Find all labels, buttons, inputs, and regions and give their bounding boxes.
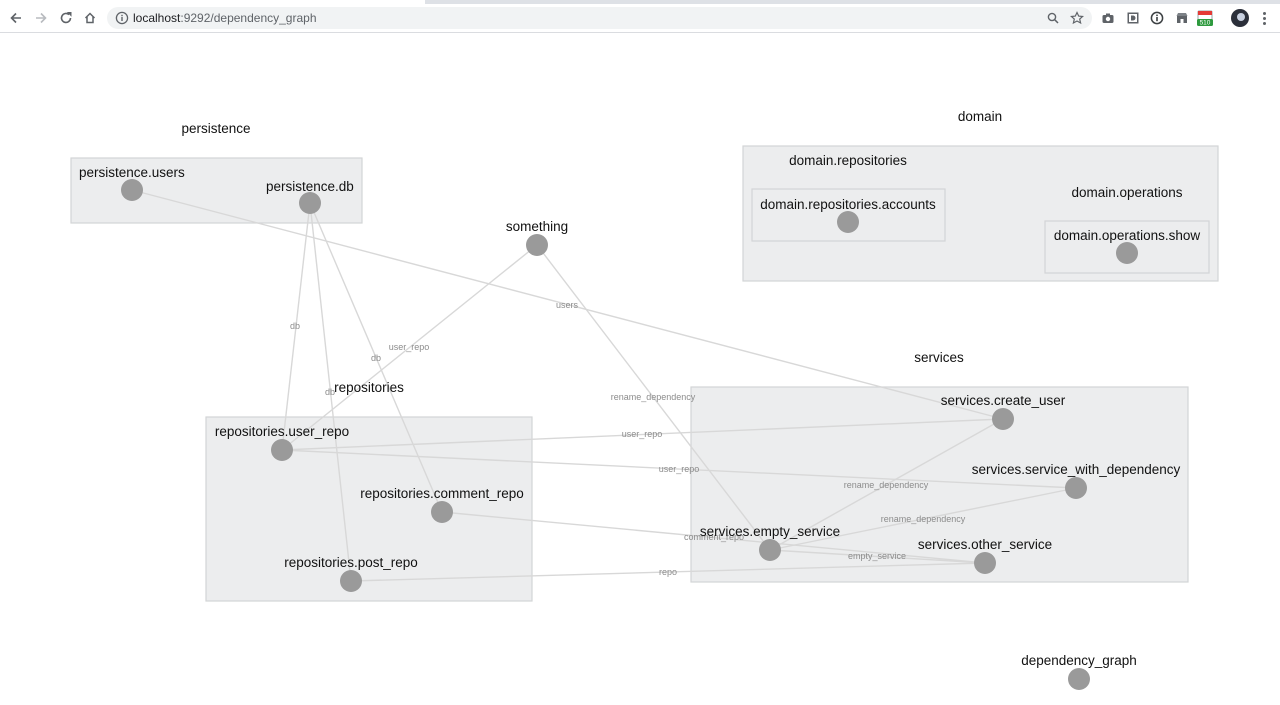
node-label-something: something xyxy=(506,219,568,234)
node-label-persistence-db: persistence.db xyxy=(266,179,354,194)
active-tab[interactable] xyxy=(0,0,425,4)
url-host: localhost xyxy=(133,11,181,25)
node-something[interactable] xyxy=(526,234,548,256)
edge-label: rename_dependency xyxy=(844,480,929,490)
edge-label: db xyxy=(325,387,335,397)
node-labels: persistence.users persistence.db something… xyxy=(79,165,1181,668)
browser-toolbar: localhost:9292/dependency_graph 510 xyxy=(0,4,1280,33)
d-extension-icon[interactable] xyxy=(1124,9,1142,27)
node-label-repositories-user-repo: repositories.user_repo xyxy=(215,424,349,439)
edge-label: repo xyxy=(659,567,677,577)
group-label-domain-operations-show: domain.operations.show xyxy=(1054,228,1201,243)
node-repositories-post-repo[interactable] xyxy=(340,570,362,592)
edges xyxy=(131,189,1077,582)
group-labels: persistence domain domain.repositories doma… xyxy=(181,109,1200,395)
group-label-persistence: persistence xyxy=(181,121,250,136)
edge-label: comment_repo xyxy=(684,532,744,542)
edge-label: db xyxy=(371,353,381,363)
edge-persistence-db-to-repositories-post-repo xyxy=(309,202,352,582)
bookmark-star-icon[interactable] xyxy=(1070,11,1084,25)
edge-label: user_repo xyxy=(659,464,700,474)
profile-avatar[interactable] xyxy=(1231,9,1249,27)
node-label-dependency-graph: dependency_graph xyxy=(1021,653,1137,668)
edge-repositories-comment-repo-to-services-other-service xyxy=(441,511,986,564)
node-label-repositories-post-repo: repositories.post_repo xyxy=(284,555,418,570)
edge-persistence-users-to-services-create-user xyxy=(131,189,1004,420)
group-box-repositories xyxy=(205,416,533,602)
edge-repositories-user-repo-to-services-service-with-dependency xyxy=(281,449,1077,489)
edge-label: empty_service xyxy=(848,551,906,561)
url-path: :9292/dependency_graph xyxy=(180,11,317,25)
edge-label: user_repo xyxy=(389,342,430,352)
home-icon xyxy=(84,12,96,24)
edge-labels: dbdbdbusersuser_reporename_dependencyuse… xyxy=(290,300,966,577)
node-services-empty-service[interactable] xyxy=(759,539,781,561)
node-label-repositories-comment-repo: repositories.comment_repo xyxy=(360,486,524,501)
node-dependency-graph[interactable] xyxy=(1068,668,1090,690)
node-services-service-with-dependency[interactable] xyxy=(1065,477,1087,499)
arrow-right-icon xyxy=(36,12,47,24)
node-repositories-user-repo[interactable] xyxy=(271,439,293,461)
back-button[interactable] xyxy=(5,7,27,29)
node-services-create-user[interactable] xyxy=(992,408,1014,430)
store-extension-icon[interactable] xyxy=(1173,9,1191,27)
url-text[interactable]: localhost:9292/dependency_graph xyxy=(133,11,317,25)
reload-button[interactable] xyxy=(55,7,77,29)
address-bar[interactable]: localhost:9292/dependency_graph xyxy=(107,7,1092,29)
edge-label: user_repo xyxy=(622,429,663,439)
node-services-other-service[interactable] xyxy=(974,552,996,574)
node-persistence-db[interactable] xyxy=(299,192,321,214)
reload-icon xyxy=(60,12,72,24)
node-repositories-comment-repo[interactable] xyxy=(431,501,453,523)
edge-services-empty-service-to-services-service-with-dependency xyxy=(769,487,1077,551)
node-label-services-other-service: services.other_service xyxy=(918,537,1052,552)
group-label-repositories: repositories xyxy=(334,380,404,395)
edge-label: users xyxy=(556,300,579,310)
forward-button[interactable] xyxy=(30,7,52,29)
edge-something-to-repositories-user-repo xyxy=(281,244,538,451)
menu-kebab-icon[interactable] xyxy=(1258,9,1270,27)
node-label-services-create-user: services.create_user xyxy=(941,393,1066,408)
group-label-domain-repositories: domain.repositories xyxy=(789,153,907,168)
node-label-services-service-with-dependency: services.service_with_dependency xyxy=(972,462,1181,477)
edge-services-empty-service-to-services-create-user xyxy=(769,418,1004,551)
zoom-icon[interactable] xyxy=(1046,11,1060,25)
node-persistence-users[interactable] xyxy=(121,179,143,201)
edge-repositories-user-repo-to-services-create-user xyxy=(281,418,1004,451)
group-boxes xyxy=(70,145,1219,602)
group-label-services: services xyxy=(914,350,964,365)
edge-something-to-services-empty-service xyxy=(536,244,771,551)
calendar-extension-icon[interactable]: 510 xyxy=(1196,9,1214,27)
group-label-domain-repositories-accounts: domain.repositories.accounts xyxy=(760,197,936,212)
tab-strip xyxy=(0,0,1280,4)
node-label-persistence-users: persistence.users xyxy=(79,165,185,180)
group-label-domain: domain xyxy=(958,109,1002,124)
node-domain-repositories-accounts[interactable] xyxy=(837,211,859,233)
info-icon[interactable] xyxy=(115,11,129,25)
extension-badge: 510 xyxy=(1200,20,1211,27)
edge-label: rename_dependency xyxy=(611,392,696,402)
edge-persistence-db-to-repositories-comment-repo xyxy=(309,202,443,513)
edge-repositories-post-repo-to-services-other-service xyxy=(350,562,986,582)
edge-persistence-db-to-repositories-user-repo xyxy=(281,202,311,451)
edge-label: db xyxy=(290,321,300,331)
camera-extension-icon[interactable] xyxy=(1099,9,1117,27)
node-label-services-empty-service: services.empty_service xyxy=(700,524,840,539)
info-extension-icon[interactable] xyxy=(1148,9,1166,27)
edge-services-empty-service-to-services-other-service xyxy=(769,549,986,564)
nodes xyxy=(121,179,1138,690)
node-domain-operations-show[interactable] xyxy=(1116,242,1138,264)
arrow-left-icon xyxy=(10,12,21,24)
home-button[interactable] xyxy=(79,7,101,29)
group-label-domain-operations: domain.operations xyxy=(1071,185,1182,200)
edge-label: rename_dependency xyxy=(881,514,966,524)
